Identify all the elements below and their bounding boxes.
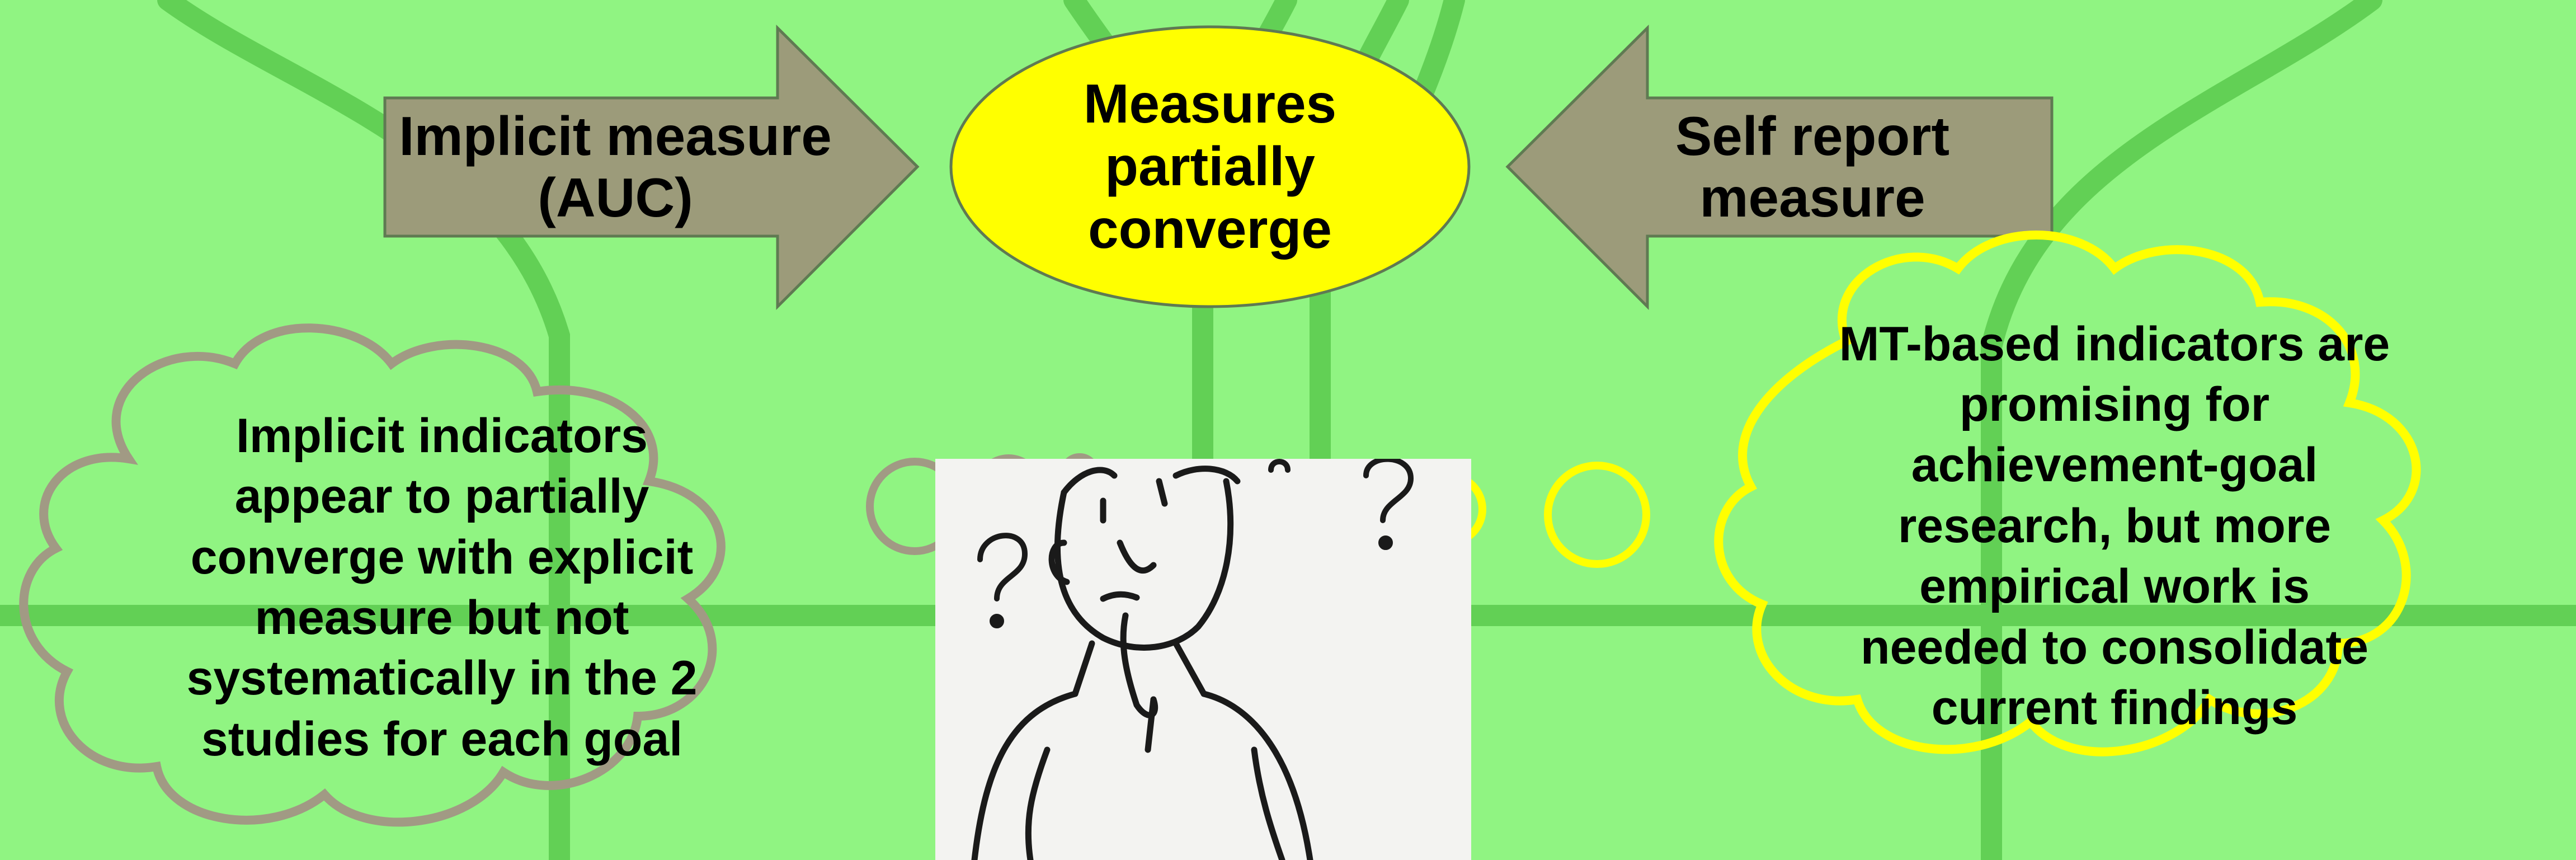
left-arrow-shape [383, 24, 920, 311]
thinking-person-icon [935, 459, 1471, 860]
right-arrow-shape [1505, 24, 2054, 311]
right-bubble-text: MT-based indicators are promising for ac… [1839, 317, 2390, 735]
right-thought-bubble-large [1544, 462, 1650, 568]
right-thought-cloud [1714, 231, 2421, 756]
left-thought-cloud [19, 323, 726, 827]
left-arrow-label: Implicit measure (AUC) [399, 105, 832, 228]
left-bubble-text: Implicit indicators appear to partially … [186, 408, 698, 766]
right-arrow-label: Self report measure [1675, 105, 1950, 228]
center-ellipse [949, 25, 1471, 308]
center-ellipse-label: Measures partially converge [1083, 73, 1337, 260]
